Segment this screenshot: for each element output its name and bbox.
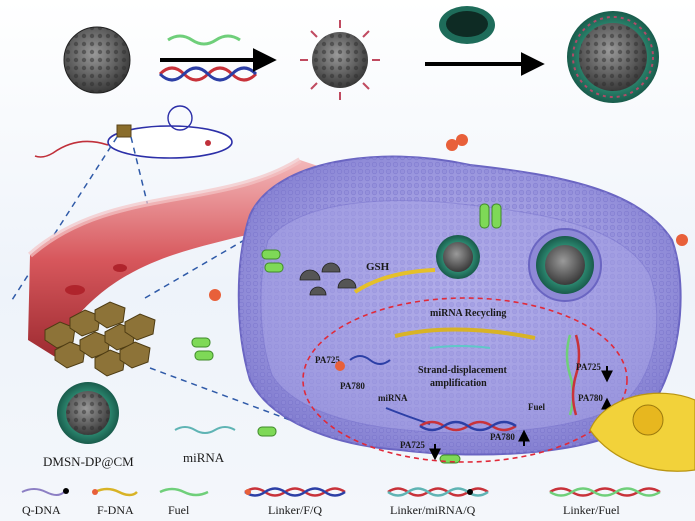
legend-dmsn-icon <box>57 382 119 444</box>
legend-mirna-icon <box>174 426 236 434</box>
synthesis-row <box>63 6 659 103</box>
organelle-illustration <box>589 392 695 472</box>
legend-linker-mirna-q-icon <box>387 487 489 497</box>
bare-nanoparticle-icon <box>63 26 131 94</box>
pa725-label-right: PA725 <box>576 362 601 372</box>
fuel-strand-icon <box>167 34 241 46</box>
strand-displacement-label-1: Strand-displacement <box>418 365 508 376</box>
recycling-loop <box>302 297 628 463</box>
pa780-label-right: PA780 <box>578 393 603 403</box>
legend-linker-fq-icon <box>244 487 346 497</box>
mirna-inner-label: miRNA <box>378 393 408 403</box>
fluorophore-icon <box>335 361 345 371</box>
bottom-helix-blue <box>419 420 517 432</box>
gsh-strand-icon <box>353 268 436 294</box>
membrane-proteins <box>191 203 502 464</box>
legend-qdna-label: Q-DNA <box>22 503 61 517</box>
legend-fuel-icon <box>159 487 209 497</box>
coated-nanoparticle-icon <box>567 11 659 103</box>
internalized-nanoparticle-2 <box>528 228 602 302</box>
fuel-helix-red <box>571 334 581 416</box>
strand-displacement-label-2: amplification <box>430 378 487 389</box>
cell-membrane-vesicle-icon <box>439 6 495 44</box>
legend-linker-fuel-icon <box>549 487 661 497</box>
tumor-cluster-icon <box>44 301 156 377</box>
internalized-nanoparticle-1 <box>436 235 480 279</box>
mouse-illustration <box>34 105 233 159</box>
legend-mirna-label: miRNA <box>183 450 225 465</box>
mirna-recycling-label: miRNA Recycling <box>430 308 506 319</box>
legend-linker-fq-label: Linker/F/Q <box>268 503 322 517</box>
legend: DMSN-DP@CM miRNA Q-DNA F-DNA Fuel Linker… <box>21 382 661 517</box>
legend-qdna-icon <box>21 488 65 496</box>
pa725-label-left: PA725 <box>315 355 340 365</box>
dna-loaded-nanoparticle-icon <box>300 20 380 100</box>
legend-linker-mirna-q-label: Linker/miRNA/Q <box>390 503 476 517</box>
pa780-label-left: PA780 <box>340 381 365 391</box>
surface-markers <box>209 134 688 301</box>
pa780-label-bottom: PA780 <box>490 432 515 442</box>
recycling-strand-icon <box>394 327 536 340</box>
helix-left-icon <box>349 355 391 365</box>
fuel-inner-label: Fuel <box>528 402 545 412</box>
legend-fdna-icon <box>94 487 138 497</box>
legend-fdna-label: F-DNA <box>97 503 134 517</box>
linker-dna-icon <box>158 66 258 82</box>
mirna-strand-icon <box>429 345 491 349</box>
legend-linker-fuel-label: Linker/Fuel <box>563 503 620 517</box>
disassembled-nanoparticle-icon <box>299 262 357 296</box>
legend-fuel-label: Fuel <box>168 503 190 517</box>
legend-dmsn-label: DMSN-DP@CM <box>43 454 134 469</box>
gsh-label: GSH <box>366 261 390 273</box>
pa725-label-bottom: PA725 <box>400 440 425 450</box>
